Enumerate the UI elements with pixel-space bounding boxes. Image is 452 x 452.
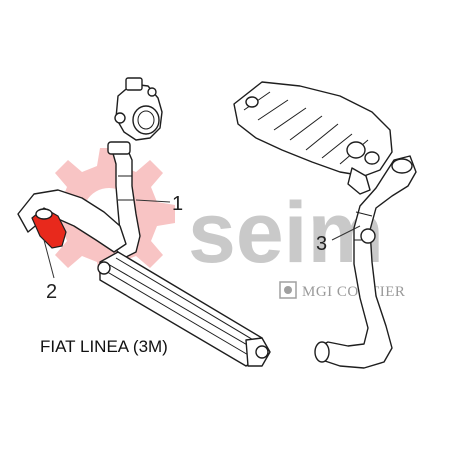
thermostat-housing bbox=[114, 77, 163, 141]
leader-line-1 bbox=[135, 199, 171, 203]
callout-3: 3 bbox=[316, 233, 327, 255]
watermark-logo-text: seim bbox=[188, 185, 384, 281]
leader-line-2 bbox=[43, 239, 55, 279]
leader-lines bbox=[43, 199, 361, 279]
hose-part-1 bbox=[107, 141, 141, 259]
mgi-badge-icon bbox=[279, 281, 297, 299]
brand-text: MGI COUTIER bbox=[302, 284, 405, 300]
callout-1: 1 bbox=[172, 193, 183, 215]
hose-part-2 bbox=[17, 189, 127, 253]
intercooler bbox=[97, 251, 271, 367]
gear-watermark-icon bbox=[43, 148, 175, 280]
intake-manifold bbox=[233, 81, 393, 195]
mgi-coutier-logo: MGI COUTIER bbox=[279, 281, 405, 300]
vehicle-caption: FIAT LINEA (3M) bbox=[40, 337, 168, 356]
callout-2: 2 bbox=[46, 281, 57, 303]
pipe-part-3 bbox=[314, 155, 417, 369]
leader-line-3 bbox=[331, 225, 361, 241]
